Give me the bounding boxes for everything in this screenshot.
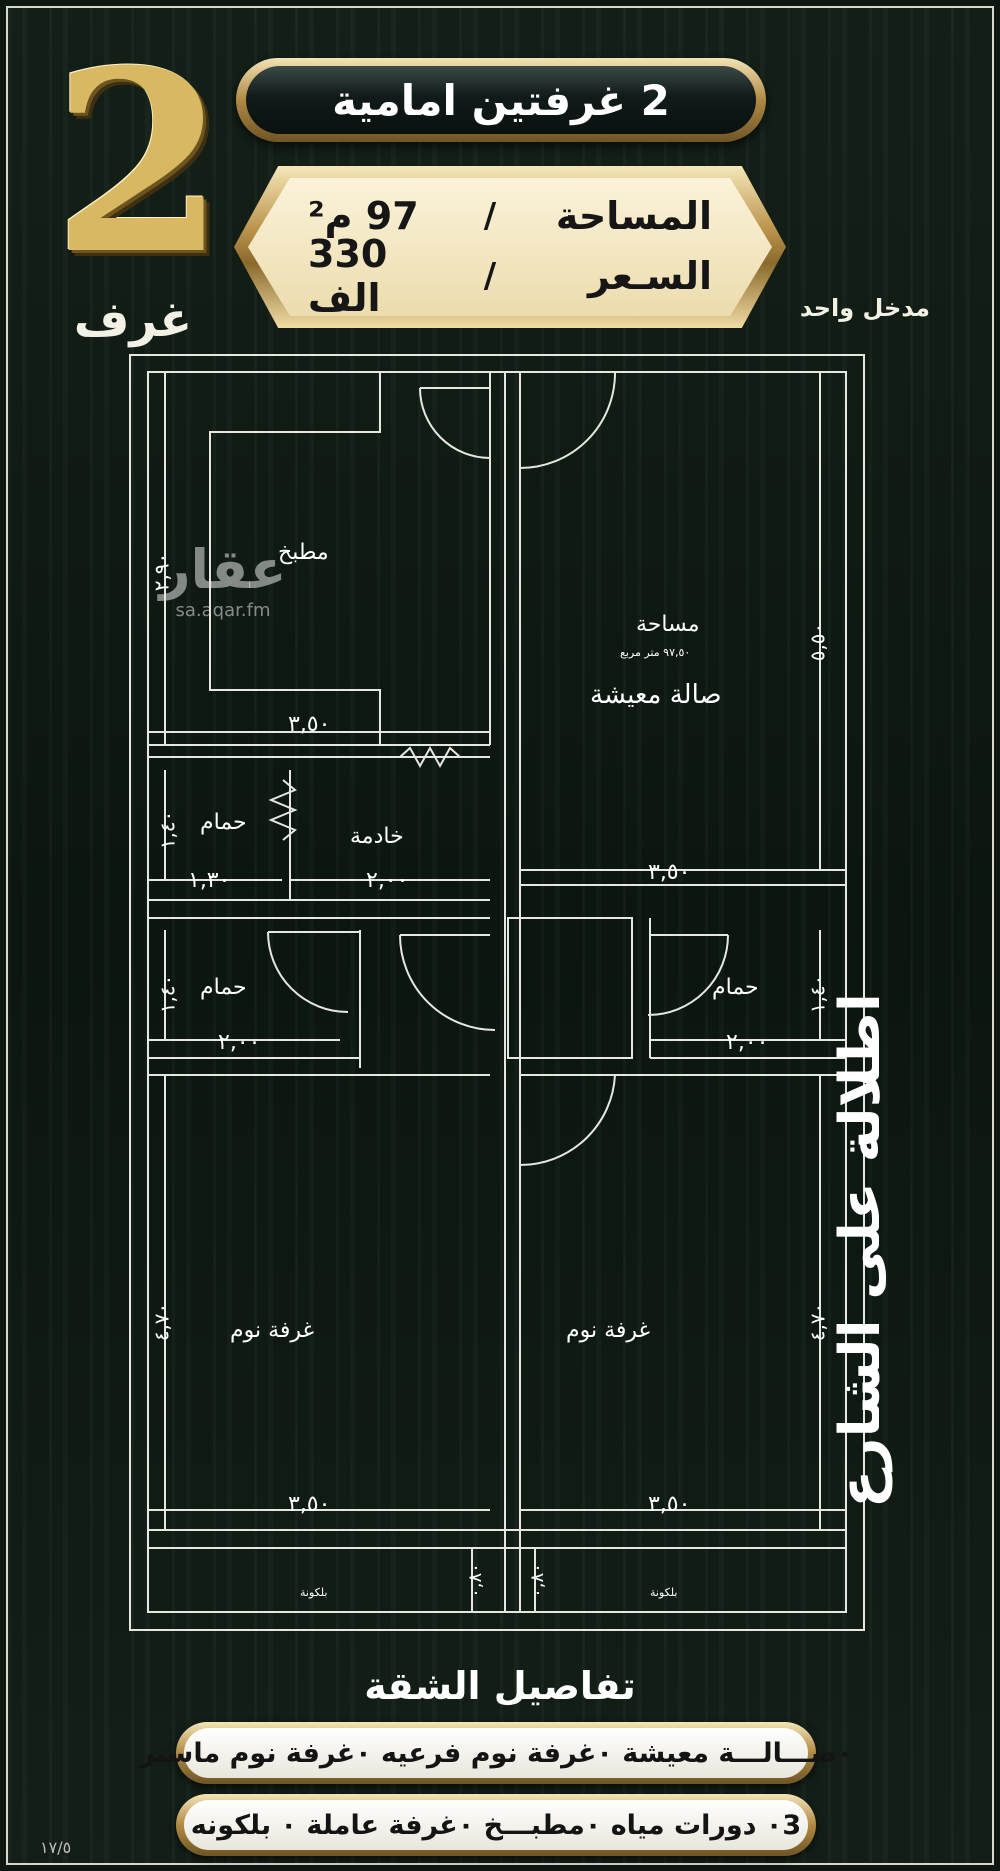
- label-bedroom-1: غرفة نوم: [230, 1318, 315, 1343]
- info-box: المساحة / 97 م² السـعر / 330 الف: [234, 166, 786, 328]
- dim-bedroom-1-height: ٤,٧٠: [149, 1302, 174, 1342]
- dim-bedroom-1-width: ٣,٥٠: [288, 1492, 331, 1517]
- label-maid: خادمة: [350, 824, 404, 849]
- area-label: المساحة: [555, 194, 712, 238]
- label-bath-3: حمام: [712, 975, 759, 1000]
- details-pill-2-inner: ٠3 دورات مياه ٠مطبـــخ ٠غرفة عاملة ٠ بلك…: [184, 1800, 808, 1850]
- details-pill-2: ٠3 دورات مياه ٠مطبـــخ ٠غرفة عاملة ٠ بلك…: [176, 1794, 816, 1856]
- info-box-inner: المساحة / 97 م² السـعر / 330 الف: [248, 178, 772, 316]
- corner-mark: ١٧/٥: [40, 1838, 72, 1857]
- label-balcony-2: بلكونة: [650, 1586, 678, 1599]
- dim-bath-1-height: ١,٤٠: [155, 810, 180, 850]
- dim-bath-3-height: ١,٤٠: [805, 974, 830, 1014]
- label-living: صالة معيشة: [590, 680, 722, 710]
- dim-bedroom-2-width: ٣,٥٠: [648, 1492, 691, 1517]
- dim-maid-width: ٢,٠٠: [366, 868, 409, 893]
- dim-kitchen-width: ٣,٥٠: [288, 712, 331, 737]
- price-row: السـعر / 330 الف: [308, 232, 712, 316]
- label-area: مساحة: [636, 612, 700, 637]
- area-value: 97 م²: [308, 194, 419, 238]
- dim-kitchen-height: ٢,٩٠: [149, 552, 174, 592]
- details-pill-1: ٠صـــالـــة معيشة ٠غرفة نوم فرعيه ٠غرفة …: [139, 1722, 853, 1784]
- watermark-url: sa.aqar.fm: [175, 600, 271, 621]
- details-line-2: ٠3 دورات مياه ٠مطبـــخ ٠غرفة عاملة ٠ بلك…: [190, 1809, 802, 1841]
- dim-bath-3-width: ٢,٠٠: [726, 1030, 769, 1055]
- dim-balcony-1: ٠,٨٠: [464, 1563, 486, 1598]
- details-title: تفاصيل الشقة: [364, 1664, 636, 1708]
- entrance-note: مدخل واحد: [799, 294, 930, 322]
- label-bath-2: حمام: [200, 975, 247, 1000]
- dim-living-height: ٥,٥٠: [805, 622, 830, 662]
- label-bedroom-2: غرفة نوم: [566, 1318, 651, 1343]
- title-banner-inner: 2 غرفتين امامية: [246, 66, 756, 134]
- price-label: السـعر: [587, 254, 712, 298]
- rooms-number: 2: [52, 15, 226, 309]
- area-row: المساحة / 97 م²: [308, 188, 712, 244]
- title-text: 2 غرفتين امامية: [332, 75, 670, 125]
- street-view-text: اطلالة على الشارع: [827, 992, 893, 1508]
- dim-living-width: ٣,٥٠: [648, 860, 691, 885]
- dim-bedroom-2-height: ٤,٧٠: [805, 1302, 830, 1342]
- price-separator: /: [483, 256, 497, 296]
- label-area-value: ٩٧,٥٠ متر مربع: [620, 646, 691, 659]
- dim-bath-2-width: ٢,٠٠: [218, 1030, 261, 1055]
- area-separator: /: [483, 196, 497, 236]
- dim-balcony-2: ٠,٨٠: [526, 1563, 548, 1598]
- title-banner: 2 غرفتين امامية: [236, 58, 766, 142]
- watermark: عقار sa.aqar.fm: [148, 538, 298, 622]
- rooms-word: غرف: [73, 292, 193, 348]
- details-line-1: ٠صـــالـــة معيشة ٠غرفة نوم فرعيه ٠غرفة …: [138, 1737, 854, 1769]
- price-value: 330 الف: [308, 232, 388, 320]
- label-bath-1: حمام: [200, 810, 247, 835]
- label-kitchen: مطبخ: [278, 540, 329, 565]
- label-balcony-1: بلكونة: [300, 1586, 328, 1599]
- watermark-logo: عقار: [159, 538, 287, 601]
- street-view-label: اطلالة على الشارع: [828, 993, 893, 1508]
- dim-bath-2-height: ١,٤٠: [155, 974, 180, 1014]
- dim-bath-1-width: ١,٣٠: [188, 868, 231, 893]
- details-pill-1-inner: ٠صـــالـــة معيشة ٠غرفة نوم فرعيه ٠غرفة …: [139, 1728, 853, 1778]
